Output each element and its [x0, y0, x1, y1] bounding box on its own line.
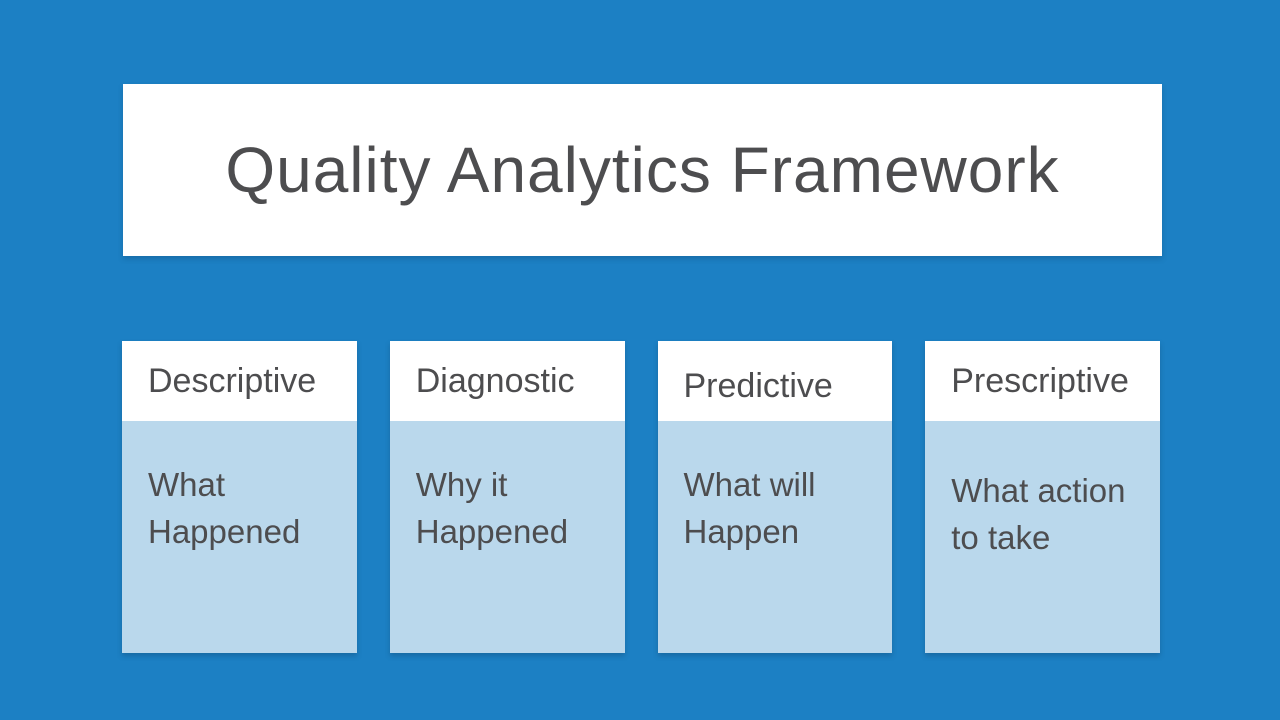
slide-title: Quality Analytics Framework [225, 134, 1060, 206]
card-diagnostic-header: Diagnostic [389, 341, 625, 421]
cards-row: Descriptive What Happened Diagnostic Why… [122, 341, 1160, 653]
card-descriptive-header: Descriptive [122, 341, 357, 421]
card-diagnostic: Diagnostic Why it Happened [389, 341, 625, 653]
card-prescriptive-body: What action to take [951, 472, 1126, 556]
title-banner: Quality Analytics Framework [123, 84, 1162, 256]
card-diagnostic-body: Why it Happened [415, 466, 569, 550]
card-predictive-header: Predictive [657, 341, 893, 421]
card-predictive-body: What will Happen [683, 466, 816, 550]
card-predictive: Predictive What will Happen [657, 341, 893, 653]
card-prescriptive: Prescriptive What action to take [925, 341, 1160, 653]
card-descriptive-body: What Happened [148, 466, 301, 550]
card-descriptive: Descriptive What Happened [122, 341, 357, 653]
card-prescriptive-header: Prescriptive [925, 341, 1160, 421]
